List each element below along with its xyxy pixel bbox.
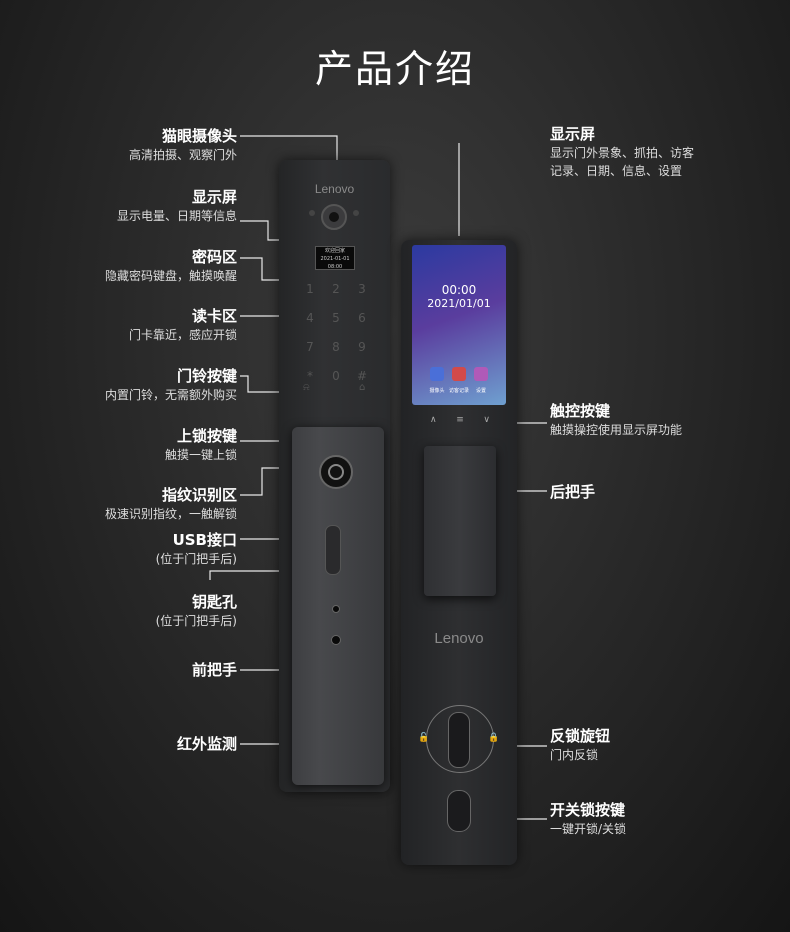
label-title: 反锁旋钮	[550, 727, 611, 745]
label-usb-port: USB接口 (位于门把手后)	[156, 530, 237, 568]
label-subtitle: 显示门外景象、抓拍、访客	[550, 146, 695, 160]
label-subtitle: 内置门铃，无需额外购买	[104, 388, 237, 402]
label-subtitle: 极速识别指纹，一触解锁	[104, 507, 237, 521]
up-key-icon[interactable]: ∧	[430, 415, 437, 425]
keypad-key[interactable]: 8	[332, 340, 340, 354]
keypad-key[interactable]: 1	[306, 282, 314, 296]
lock-icon: 🔒	[488, 733, 500, 743]
keypad-key[interactable]: 7	[306, 340, 314, 354]
label-subtitle: 隐藏密码键盘，触摸唤醒	[104, 269, 237, 283]
back-handle[interactable]	[424, 446, 496, 596]
screen-date: 2021/01/01	[427, 297, 491, 310]
knob-ring	[426, 705, 494, 773]
label-subtitle-2: 记录、日期、信息、设置	[550, 164, 683, 178]
page-title: 产品介绍	[314, 47, 475, 91]
anti-lock-knob[interactable]	[448, 712, 470, 768]
label-title: 指纹识别区	[161, 486, 237, 504]
usb-port	[325, 525, 341, 575]
menu-key-icon[interactable]: ≡	[456, 415, 464, 425]
keypad-key[interactable]: 3	[358, 282, 366, 296]
brand-logo: Lenovo	[314, 182, 355, 196]
keypad-key[interactable]: *	[307, 369, 313, 383]
label-subtitle: 高清拍摄、观察门外	[128, 148, 237, 162]
label-subtitle: 门内反锁	[550, 748, 599, 762]
label-infrared: 红外监测	[177, 734, 237, 754]
label-switch-lock-button: 开关锁按键 一键开锁/关锁	[550, 800, 626, 838]
label-title: 前把手	[191, 661, 237, 679]
sensor-dot	[353, 210, 359, 216]
label-touch-keys: 触控按键 触摸操控使用显示屏功能	[550, 401, 682, 439]
label-front-display: 显示屏 显示电量、日期等信息	[117, 187, 237, 225]
label-keyhole: 钥匙孔 (位于门把手后)	[156, 592, 237, 630]
label-title: 红外监测	[176, 735, 237, 753]
fingerprint-sensor[interactable]	[319, 455, 353, 489]
keypad-key[interactable]: 2	[332, 282, 340, 296]
camera-app-icon[interactable]	[430, 367, 444, 381]
settings-icon[interactable]	[474, 367, 488, 381]
bell-icon[interactable]: ⍾	[303, 382, 310, 393]
front-mini-screen: 欢迎回家 2021-01-01 08:00	[315, 246, 355, 270]
keypad-key[interactable]: #	[356, 369, 368, 383]
label-title: 密码区	[191, 248, 237, 266]
unlock-icon: 🔓	[418, 733, 430, 743]
front-screen-line1: 欢迎回家	[324, 248, 345, 254]
label-lock-button: 上锁按键 触摸一键上锁	[165, 426, 237, 464]
label-subtitle: 触摸操控使用显示屏功能	[550, 423, 683, 437]
label-title: 猫眼摄像头	[161, 127, 237, 145]
lock-icon[interactable]: ⌂	[359, 382, 366, 393]
label-anti-lock-knob: 反锁旋钮 门内反锁	[550, 726, 610, 764]
label-subtitle: 一键开锁/关锁	[550, 822, 627, 836]
keypad-key[interactable]: 5	[332, 311, 340, 325]
keypad: 1 2 3 4 5 6 7 8 9 * 0 #	[297, 278, 377, 394]
label-card-reader: 读卡区 门卡靠近，感应开锁	[129, 306, 237, 344]
label-title: 上锁按键	[176, 427, 237, 445]
label-subtitle: 显示电量、日期等信息	[116, 209, 237, 223]
label-title: 开关锁按键	[550, 801, 626, 819]
label-title: USB接口	[172, 531, 237, 549]
label-subtitle: 触摸一键上锁	[164, 448, 237, 462]
down-key-icon[interactable]: ∨	[483, 415, 490, 425]
keypad-key[interactable]: 9	[358, 340, 366, 354]
settings-label: 设置	[475, 388, 486, 394]
label-fingerprint: 指纹识别区 极速识别指纹，一触解锁	[105, 485, 237, 523]
label-title: 触控按键	[550, 402, 611, 420]
touch-keys: ∧ ≡ ∨	[430, 415, 490, 425]
label-doorbell-button: 门铃按键 内置门铃，无需额外购买	[105, 366, 237, 404]
label-back-handle: 后把手	[550, 482, 595, 502]
label-title: 钥匙孔	[191, 593, 237, 611]
label-title: 后把手	[550, 483, 596, 501]
label-title: 显示屏	[550, 125, 596, 143]
visitor-log-icon[interactable]	[452, 367, 466, 381]
keypad-key[interactable]: 4	[306, 311, 314, 325]
front-screen-line2: 2021-01-01 08:00	[320, 256, 350, 270]
camera-icon	[321, 204, 347, 230]
sensor-dot	[309, 210, 315, 216]
label-peephole-camera: 猫眼摄像头 高清拍摄、观察门外	[129, 126, 237, 164]
label-title: 门铃按键	[176, 367, 237, 385]
screen-time: 00:00	[441, 283, 477, 297]
label-subtitle: (位于门把手后)	[155, 614, 237, 628]
label-subtitle: (位于门把手后)	[155, 552, 237, 566]
keyhole	[332, 605, 340, 613]
label-password-area: 密码区 隐藏密码键盘，触摸唤醒	[105, 247, 237, 285]
label-back-display: 显示屏 显示门外景象、抓拍、访客 记录、日期、信息、设置	[550, 124, 694, 180]
label-title: 显示屏	[191, 188, 237, 206]
switch-lock-button[interactable]	[447, 790, 471, 832]
back-display-screen[interactable]: 00:00 2021/01/01 摄像头 访客记录 设置	[412, 245, 506, 405]
keypad-key[interactable]: 0	[332, 369, 340, 383]
keypad-key[interactable]: 6	[358, 311, 366, 325]
label-front-handle: 前把手	[192, 660, 237, 680]
camera-app-label: 摄像头	[429, 388, 445, 394]
label-subtitle: 门卡靠近，感应开锁	[128, 328, 237, 342]
label-title: 读卡区	[191, 307, 237, 325]
visitor-log-label: 访客记录	[448, 388, 469, 394]
brand-logo: Lenovo	[434, 630, 484, 647]
infrared-sensor	[331, 635, 341, 645]
